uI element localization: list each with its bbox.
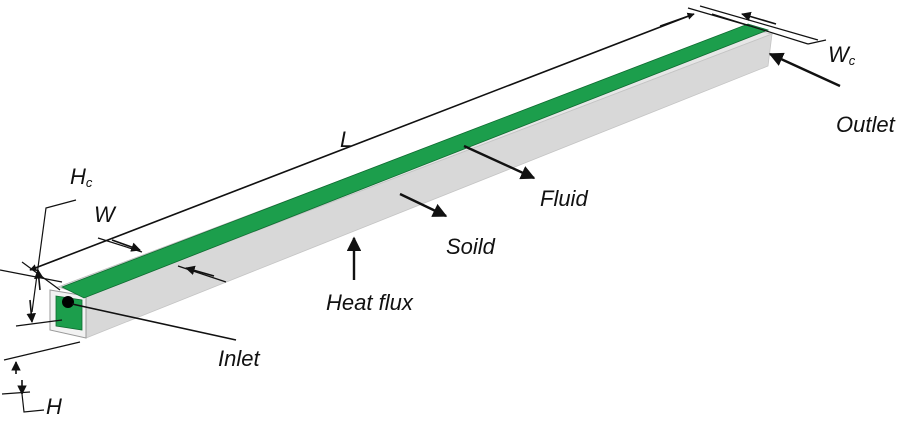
outlet-label: Outlet	[836, 112, 896, 137]
inlet-leader	[71, 303, 237, 341]
fluid-label: Fluid	[540, 186, 588, 211]
heat-flux-label: Heat flux	[326, 290, 414, 315]
width-label: W	[94, 202, 117, 227]
channel-height-ext-1	[0, 269, 63, 283]
channel-width-ext-2	[711, 13, 809, 45]
height-label: H	[46, 394, 62, 419]
length-label: L	[340, 127, 352, 152]
width-arrow-2	[185, 265, 215, 277]
channel-width-ext-1	[699, 5, 819, 41]
solid-side-face	[85, 33, 773, 339]
inlet-marker	[62, 296, 74, 308]
length-arrow-right	[659, 12, 695, 27]
channel-width-label: Wc	[828, 42, 856, 68]
width-ext-1	[97, 237, 143, 253]
channel-width-leader	[807, 39, 827, 45]
length-dimension-line	[29, 13, 695, 271]
height-ext-2	[1, 391, 31, 395]
fluid-arrow	[463, 144, 536, 180]
inlet-label: Inlet	[218, 346, 260, 371]
height-leader	[21, 393, 45, 413]
solid-arrow	[399, 192, 448, 218]
outlet-arrow	[768, 52, 841, 88]
channel-height-label: Hc	[70, 164, 93, 190]
channel-width-arrow	[741, 11, 777, 25]
channel-height-ext-2	[15, 319, 63, 327]
fluid-channel	[61, 23, 770, 299]
length-arrow-left	[29, 257, 63, 272]
width-arrow-1	[111, 239, 141, 252]
channel-height-arrow-2	[34, 269, 44, 291]
solid-label: Soild	[446, 234, 496, 259]
channel-height-arrow-1	[26, 299, 36, 323]
height-ext-1	[3, 341, 81, 361]
